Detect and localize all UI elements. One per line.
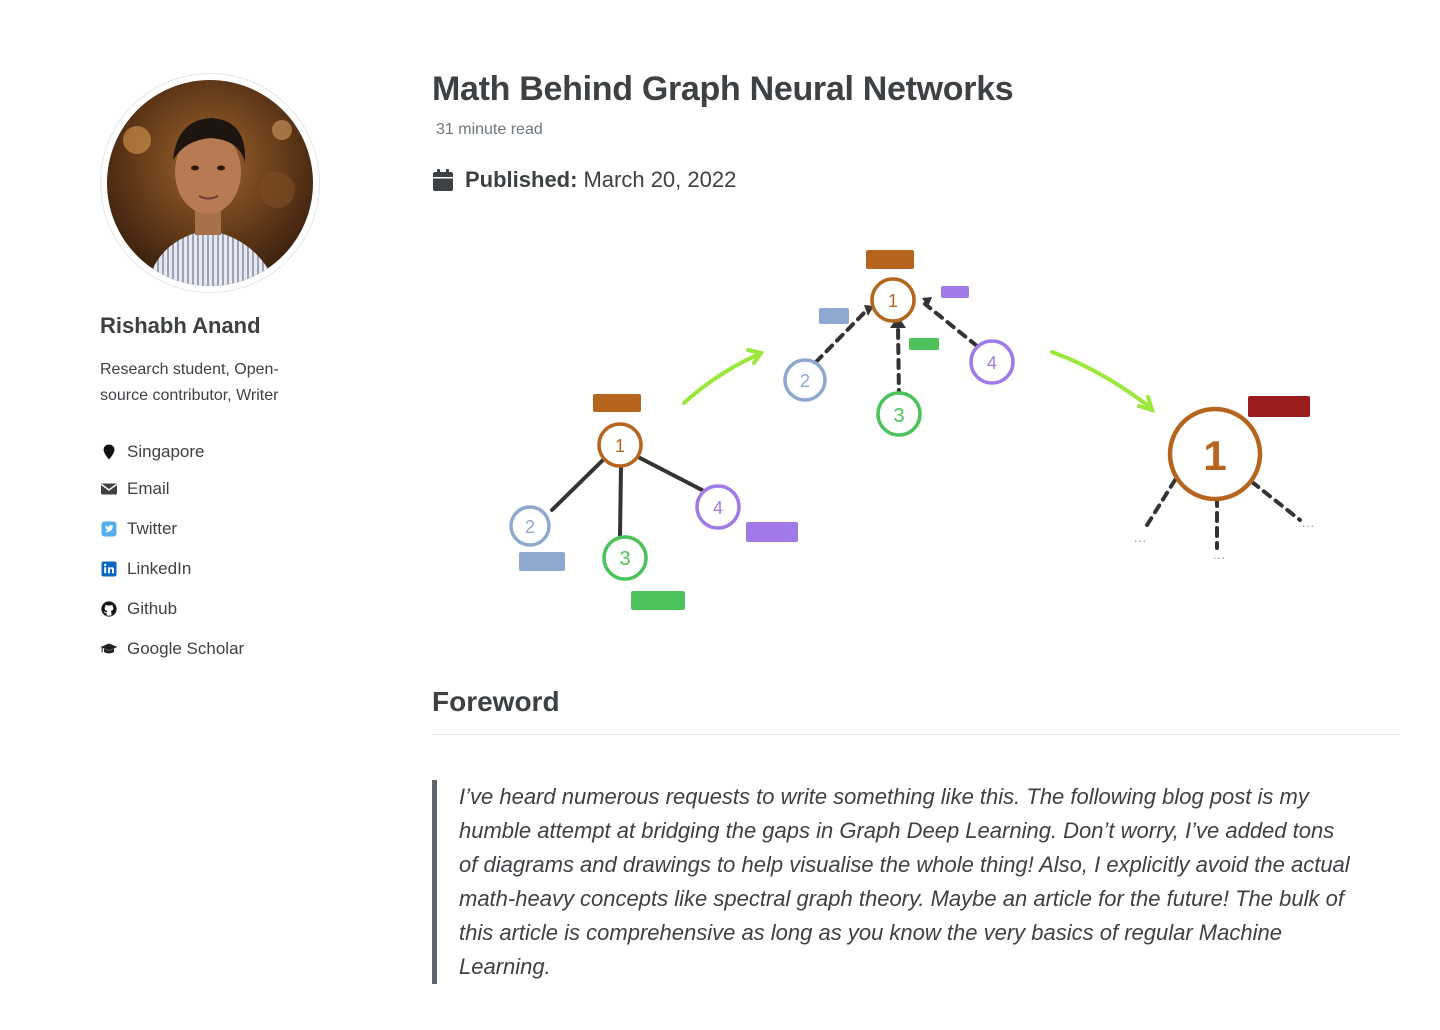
published-date: Published: March 20, 2022 <box>432 167 1400 193</box>
neighbor-node-2-label: 2 <box>800 371 810 391</box>
transition-arrow-2 <box>1050 350 1153 410</box>
message-passing-diagram: 1 2 3 4 1 2 <box>509 250 1315 610</box>
foreword-text: I’ve heard numerous requests to write so… <box>459 784 1350 979</box>
node-2 <box>509 505 551 547</box>
updated-node-1-label: 1 <box>1203 432 1226 479</box>
avatar-photo <box>107 80 313 286</box>
updated-embedding-block <box>1248 396 1310 417</box>
author-link-github[interactable]: Github <box>100 589 360 629</box>
author-link-linkedin-label: LinkedIn <box>127 559 192 578</box>
linkedin-icon <box>100 560 118 578</box>
author-location: Singapore <box>100 435 360 469</box>
node-4-label: 4 <box>713 498 723 518</box>
author-link-linkedin[interactable]: LinkedIn <box>100 549 360 589</box>
github-icon <box>100 600 118 618</box>
author-links: Singapore Email Twitter LinkedIn Github <box>100 435 360 669</box>
section-divider <box>432 734 1400 735</box>
updated-node-1 <box>1167 406 1263 502</box>
avatar <box>100 73 320 293</box>
svg-text:···: ··· <box>1302 518 1315 533</box>
aggregated-block-1 <box>866 250 914 269</box>
graph-initial: 1 2 3 4 <box>509 394 798 610</box>
foreword-blockquote: I’ve heard numerous requests to write so… <box>432 780 1400 984</box>
center-node-1-label: 1 <box>888 291 898 311</box>
published-label: Published: <box>465 167 578 192</box>
envelope-icon <box>100 480 118 498</box>
author-link-email-label: Email <box>127 479 170 498</box>
node-1-label: 1 <box>615 436 625 456</box>
post-content: Math Behind Graph Neural Networks 31 min… <box>432 70 1400 984</box>
author-name: Rishabh Anand <box>100 313 261 338</box>
graph-message-passing: 1 2 3 4 <box>783 250 1015 437</box>
embedding-block-1 <box>593 394 641 412</box>
neighbor-node-2 <box>783 358 827 402</box>
author-link-google-scholar[interactable]: Google Scholar <box>100 629 360 669</box>
transition-arrow-1 <box>682 352 761 405</box>
svg-text:···: ··· <box>1213 550 1226 565</box>
node-1 <box>597 422 643 468</box>
node-2-label: 2 <box>525 517 535 537</box>
section-title-foreword: Foreword <box>432 686 560 717</box>
neighbor-node-4-label: 4 <box>987 353 997 373</box>
node-3-label: 3 <box>619 548 630 570</box>
author-link-google-scholar-label: Google Scholar <box>127 639 245 658</box>
author-link-email[interactable]: Email <box>100 469 360 509</box>
read-time: 31 minute read <box>436 121 543 138</box>
page-title: Math Behind Graph Neural Networks <box>432 70 1014 108</box>
embedding-block-2 <box>519 552 565 571</box>
center-node-1 <box>870 277 916 323</box>
author-bio: Research student, Open-source contributo… <box>100 361 279 404</box>
map-marker-icon <box>100 443 118 461</box>
graduation-cap-icon <box>100 640 118 658</box>
author-link-twitter-label: Twitter <box>127 519 178 538</box>
embedding-block-4 <box>746 522 798 542</box>
author-link-twitter[interactable]: Twitter <box>100 509 360 549</box>
svg-text:···: ··· <box>1134 533 1147 548</box>
node-3 <box>602 535 648 581</box>
node-4 <box>695 484 741 530</box>
neighbor-node-4 <box>969 339 1015 385</box>
twitter-icon <box>100 520 118 538</box>
author-sidebar: Rishabh Anand Research student, Open-sou… <box>100 73 360 669</box>
neighbor-node-3 <box>876 391 922 437</box>
published-value: March 20, 2022 <box>583 167 737 192</box>
author-location-label: Singapore <box>127 442 205 461</box>
author-link-github-label: Github <box>127 599 178 618</box>
neighbor-node-3-label: 3 <box>893 405 904 427</box>
calendar-icon <box>433 169 453 191</box>
graph-updated: 1 ··· ··· ··· <box>1134 396 1315 565</box>
embedding-block-3 <box>631 591 685 610</box>
